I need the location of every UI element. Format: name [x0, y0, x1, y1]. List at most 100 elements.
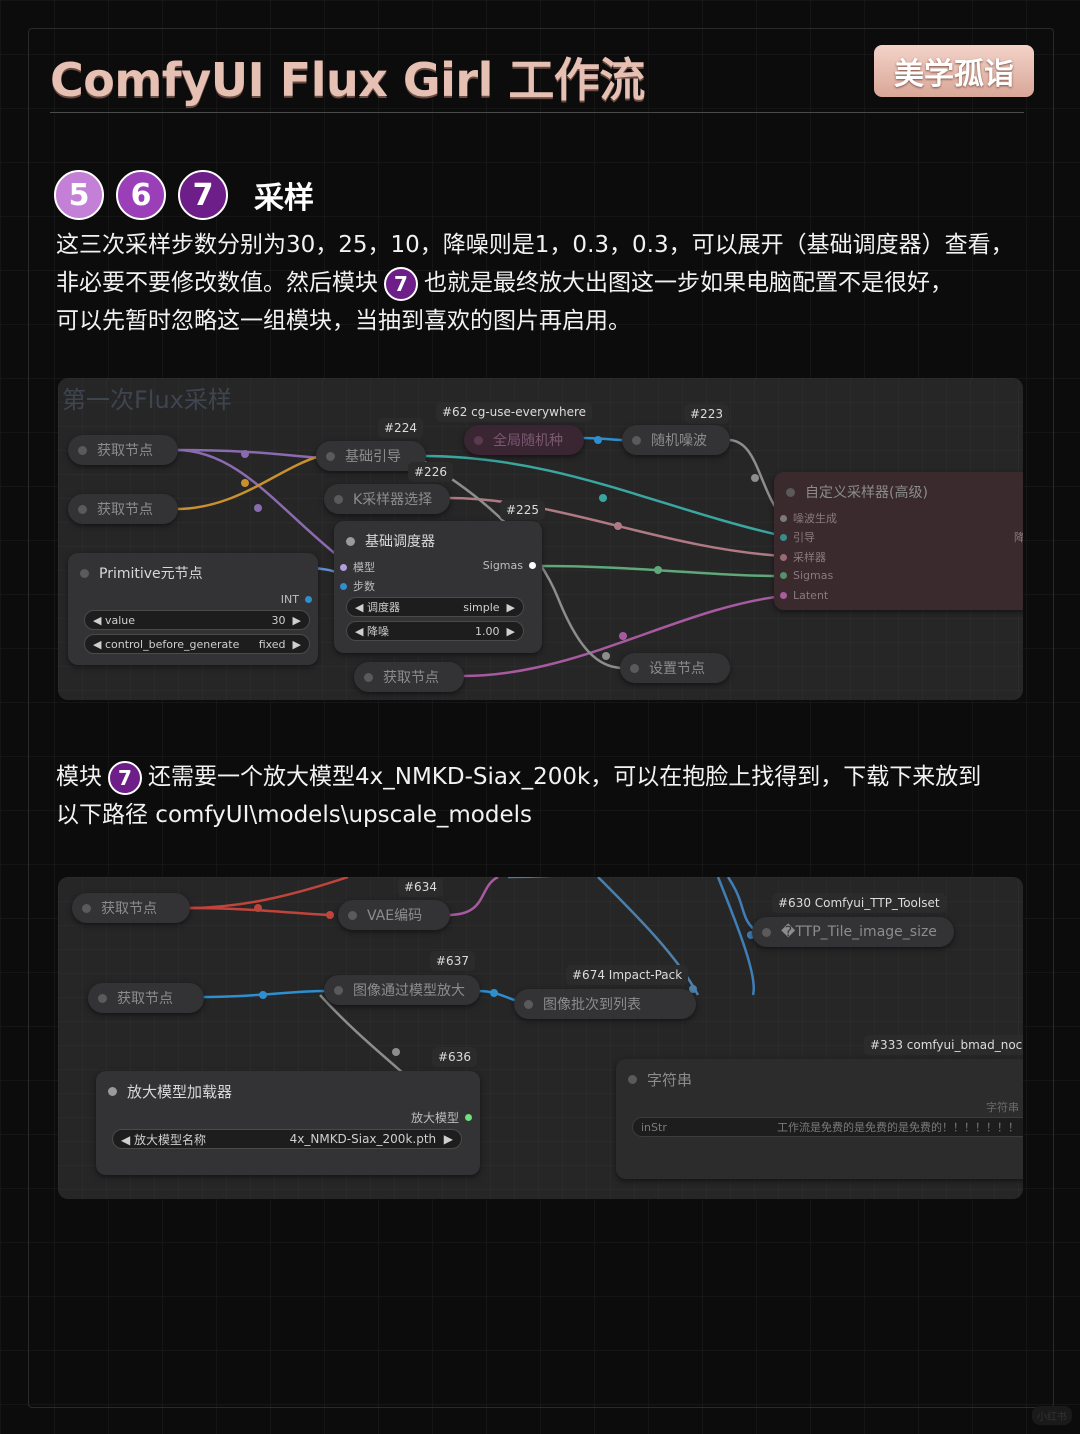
tag-226: #226	[408, 462, 453, 482]
value-widget-value: 30 ▶	[271, 613, 301, 627]
title-divider	[50, 112, 1024, 113]
input-port[interactable]	[780, 553, 787, 561]
output-port[interactable]	[305, 596, 312, 603]
primitive-header: Primitive元节点	[68, 553, 318, 587]
node-label: 获取节点	[97, 502, 153, 518]
custom-sampler-header: 自定义采样器(高级)	[774, 472, 1023, 506]
node-status-dot	[334, 494, 343, 504]
input-label: Sigmas	[793, 569, 834, 582]
loader-header: 放大模型加载器	[96, 1071, 480, 1106]
output-port[interactable]	[465, 1114, 472, 1121]
scheduler-header: 基础调度器	[334, 521, 542, 555]
output-cut: 降	[1014, 531, 1023, 544]
node-label: VAE编码	[367, 908, 423, 924]
instr-widget-value: 工作流是免费的是免费的是免费的！！！！！！！	[777, 1121, 1019, 1134]
tag-333: #333 comfyui_bmad_noc	[864, 1035, 1023, 1055]
scheduler-widget-value: simple ▶	[463, 600, 515, 614]
node-status-dot	[82, 903, 91, 913]
set-node[interactable]: 设置节点	[620, 653, 730, 683]
node-label: 获取节点	[383, 670, 439, 686]
get-node-5[interactable]: 获取节点	[88, 983, 204, 1013]
output-port[interactable]	[529, 562, 536, 569]
global-seed-node[interactable]: 全局随机种	[464, 425, 584, 455]
get-node-4[interactable]: 获取节点	[72, 893, 190, 923]
tag-636: #636	[432, 1047, 477, 1067]
node-status-dot	[98, 993, 107, 1003]
guidance-node[interactable]: 基础引导	[316, 441, 426, 471]
string-node[interactable]: 字符串 字符串 inStr 工作流是免费的是免费的是免费的！！！！！！！	[616, 1059, 1023, 1179]
instr-widget[interactable]: inStr 工作流是免费的是免费的是免费的！！！！！！！	[632, 1117, 1023, 1137]
get-node-1[interactable]: 获取节点	[68, 435, 178, 465]
node-status-dot	[524, 999, 533, 1009]
denoise-widget-value: 1.00 ▶	[475, 624, 515, 638]
basic-scheduler-node[interactable]: 基础调度器 模型 步数 Sigmas ◀ 调度器 simple ▶ ◀ 降噪 1…	[334, 521, 542, 653]
brand-badge: 美学孤诣	[874, 45, 1034, 97]
step-heading: 5 6 7 采样	[54, 170, 314, 220]
intro-paragraph: 这三次采样步数分别为30，25，10，降噪则是1，0.3，0.3，可以展开（基础…	[56, 226, 1014, 340]
input-steps[interactable]: 步数	[340, 578, 375, 594]
input-port[interactable]	[780, 572, 787, 579]
instr-widget-name: inStr	[641, 1120, 667, 1134]
input-guider[interactable]: 引导	[780, 529, 815, 545]
para1-line2-start: 非必要不要修改数值。然后模块	[56, 270, 378, 296]
step-number-6: 6	[116, 170, 166, 220]
denoise-widget[interactable]: ◀ 降噪 1.00 ▶	[346, 621, 524, 641]
input-label: 步数	[353, 580, 375, 593]
upscale-with-model-node[interactable]: 图像通过模型放大	[324, 975, 480, 1005]
node-label: 设置节点	[649, 661, 705, 677]
output-upscale-model[interactable]: 放大模型	[411, 1109, 472, 1126]
control-before-generate-widget[interactable]: ◀ control_before_generate fixed ▶	[84, 634, 310, 654]
node-label: 图像批次到列表	[543, 997, 641, 1013]
node-label: 随机噪波	[651, 433, 707, 449]
input-label: Latent	[793, 589, 829, 602]
input-port[interactable]	[340, 582, 347, 590]
get-node-3[interactable]: 获取节点	[354, 662, 464, 692]
input-sampler[interactable]: 采样器	[780, 549, 826, 565]
input-port[interactable]	[780, 514, 787, 522]
input-port[interactable]	[780, 592, 787, 599]
scheduler-widget[interactable]: ◀ 调度器 simple ▶	[346, 597, 524, 617]
input-noise[interactable]: 噪波生成	[780, 510, 837, 526]
para1-line3: 可以先暂时忽略这一组模块，当抽到喜欢的图片再启用。	[56, 308, 631, 334]
workflow-screenshot-upscale: 获取节点 #634 VAE编码 #630 Comfyui_TTP_Toolset…	[58, 877, 1023, 1199]
node-label: 图像通过模型放大	[353, 983, 465, 999]
step-number-5: 5	[54, 170, 104, 220]
model-name-widget-name: ◀ 放大模型名称	[121, 1132, 207, 1147]
node-status-dot	[334, 985, 343, 995]
output-sigmas[interactable]: Sigmas	[483, 559, 536, 572]
step-number-7: 7	[178, 170, 228, 220]
input-port[interactable]	[780, 533, 787, 541]
input-sigmas[interactable]: Sigmas	[780, 569, 833, 582]
tag-223: #223	[684, 404, 729, 424]
primitive-node[interactable]: Primitive元节点 INT ◀ value 30 ▶ ◀ control_…	[68, 553, 318, 665]
node-title: 放大模型加载器	[127, 1083, 233, 1101]
node-status-dot	[80, 568, 89, 578]
output-int[interactable]: INT	[281, 593, 312, 606]
input-label: 噪波生成	[793, 512, 837, 525]
node-status-dot	[78, 504, 87, 514]
cbg-widget-value: fixed ▶	[258, 637, 301, 651]
vae-encode-node[interactable]: VAE编码	[338, 900, 450, 930]
input-latent[interactable]: Latent	[780, 589, 828, 602]
value-widget[interactable]: ◀ value 30 ▶	[84, 610, 310, 630]
tag-637: #637	[430, 951, 475, 971]
upscale-model-loader-node[interactable]: 放大模型加载器 放大模型 ◀ 放大模型名称 4x_NMKD-Siax_200k.…	[96, 1071, 480, 1175]
model-name-widget-value: 4x_NMKD-Siax_200k.pth ▶	[289, 1132, 453, 1146]
node-status-dot	[346, 536, 355, 546]
denoise-widget-name: ◀ 降噪	[355, 625, 389, 638]
cbg-widget-name: ◀ control_before_generate	[93, 637, 240, 651]
page-frame	[28, 28, 1054, 1408]
random-noise-node[interactable]: 随机噪波	[622, 425, 730, 455]
ttp-tile-node[interactable]: �TTP_Tile_image_size	[752, 917, 954, 947]
get-node-2[interactable]: 获取节点	[68, 494, 178, 524]
tag-62: #62 cg-use-everywhere	[436, 402, 593, 422]
batch-to-list-node[interactable]: 图像批次到列表	[514, 989, 696, 1019]
page-title: ComfyUI Flux Girl 工作流	[50, 53, 645, 107]
model-name-widget[interactable]: ◀ 放大模型名称 4x_NMKD-Siax_200k.pth ▶	[112, 1129, 462, 1149]
input-model[interactable]: 模型	[340, 559, 375, 575]
custom-sampler-node[interactable]: 自定义采样器(高级) 噪波生成 引导 采样器 Sigmas Latent 降	[774, 472, 1023, 610]
ksampler-select-node[interactable]: K采样器选择	[324, 484, 450, 514]
input-port[interactable]	[340, 563, 347, 571]
